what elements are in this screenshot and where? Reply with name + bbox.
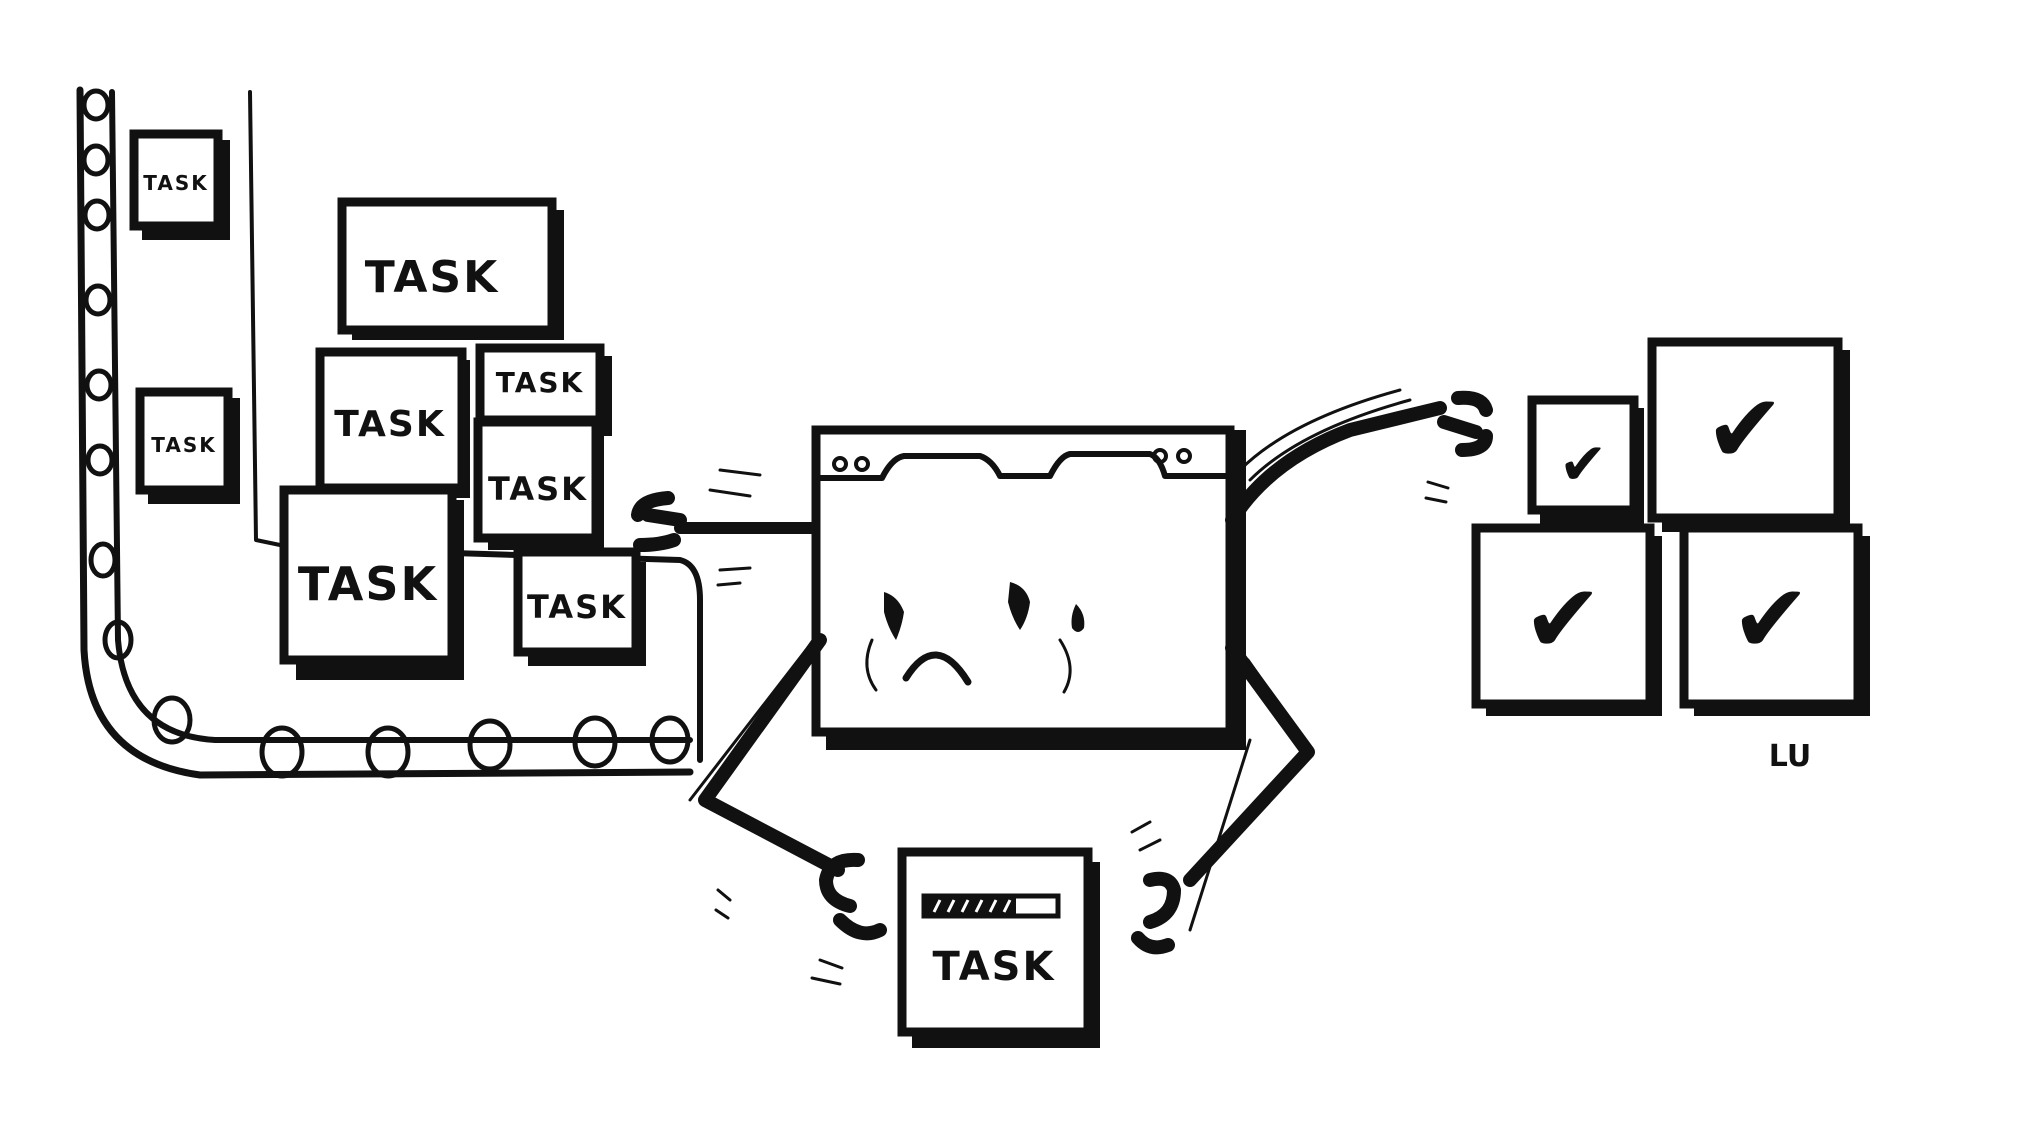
worker-right-claw — [1437, 390, 1493, 457]
completed-task-top-right: ✔ — [1647, 337, 1850, 532]
browser-worker-character — [631, 388, 1493, 986]
window-control-icon — [1152, 448, 1168, 464]
task-box-middle-left: TASK — [315, 347, 470, 498]
completed-task-bottom-left: ✔ — [1471, 523, 1662, 716]
worker-lower-right-arm — [1183, 641, 1315, 887]
check-icon: ✔ — [1523, 563, 1603, 675]
check-icon: ✔ — [1705, 373, 1785, 485]
task-box-top-stack: TASK — [337, 197, 564, 340]
conveyor-belt — [76, 86, 703, 779]
window-control-icon — [832, 456, 848, 472]
worker-lower-right-claw — [1131, 871, 1181, 955]
check-icon: ✔ — [1559, 430, 1608, 498]
worker-right-arm — [1225, 401, 1447, 527]
task-label: TASK — [334, 404, 445, 445]
artist-signature: LU — [1769, 739, 1811, 774]
check-icon: ✔ — [1731, 563, 1811, 675]
completed-task-small: ✔ — [1527, 395, 1644, 524]
task-box-small-bottom: TASK — [513, 547, 646, 666]
task-box-small-top: TASK — [129, 129, 230, 240]
task-label: TASK — [496, 366, 584, 399]
task-label: TASK — [298, 557, 439, 611]
task-label: TASK — [527, 588, 627, 626]
task-box-large-bottom: TASK — [279, 485, 464, 680]
worker-left-claw — [631, 491, 687, 552]
window-control-icon — [1176, 448, 1192, 464]
window-control-icon — [854, 456, 870, 472]
conveyor-rollers — [81, 88, 691, 779]
worker-lower-left-claw — [819, 852, 887, 941]
task-label: TASK — [933, 944, 1056, 990]
worker-sad-face — [865, 582, 1085, 694]
worker-lower-left-arm — [698, 633, 845, 877]
task-label: TASK — [488, 470, 588, 508]
task-label: TASK — [143, 171, 208, 195]
current-task-box: TASK — [897, 847, 1100, 1048]
task-label: TASK — [151, 433, 216, 457]
task-progress-bar — [921, 893, 1061, 919]
task-label: TASK — [365, 252, 499, 303]
completed-task-bottom-right: ✔ — [1679, 523, 1870, 716]
task-box-small-middle: TASK — [135, 387, 240, 504]
task-box-middle-right-lower: TASK — [473, 417, 604, 550]
worker-window-body — [811, 425, 1235, 737]
